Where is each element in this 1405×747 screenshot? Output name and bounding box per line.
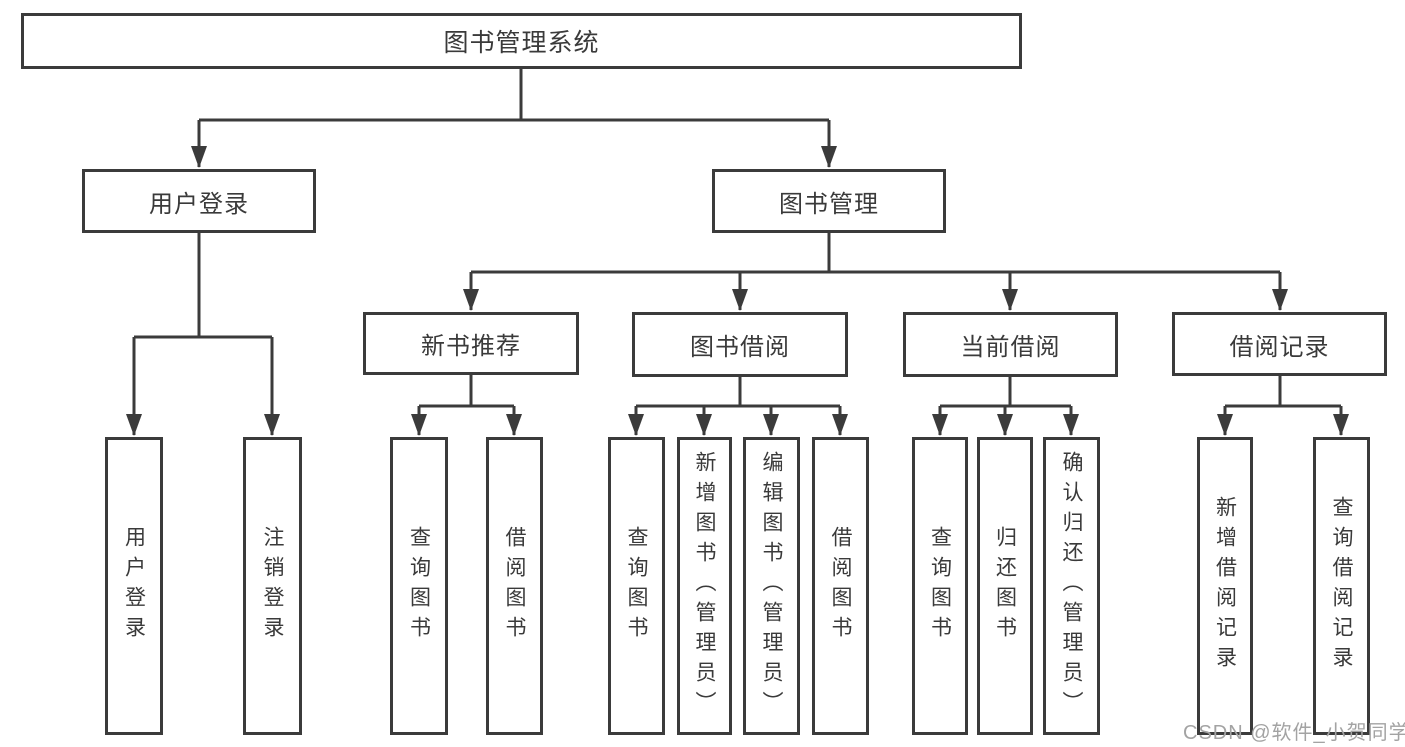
node-current-borrow: 当前借阅	[903, 312, 1118, 377]
node-v-query-book-2: 查询图书	[608, 437, 665, 735]
node-user-login: 用户登录	[82, 169, 316, 233]
node-v-edit-book: 编辑图书（管理员）	[743, 437, 800, 735]
node-borrow-records: 借阅记录	[1172, 312, 1387, 376]
node-book-mgmt: 图书管理	[712, 169, 946, 233]
node-label: 查询图书	[407, 526, 431, 646]
node-new-book-rec: 新书推荐	[363, 312, 579, 375]
connector-group	[126, 69, 1349, 436]
node-v-add-book: 新增图书（管理员）	[677, 437, 732, 735]
node-label: 用户登录	[149, 190, 249, 218]
node-label: 图书管理	[779, 190, 879, 218]
node-label: 当前借阅	[960, 334, 1061, 361]
node-label: 新书推荐	[421, 333, 521, 360]
node-v-confirm-return: 确认归还（管理员）	[1043, 437, 1100, 735]
node-label: 查询图书	[625, 526, 648, 646]
node-v-query-book-1: 查询图书	[390, 437, 448, 735]
node-label: 注销登录	[261, 526, 284, 646]
node-label: 查询图书	[928, 526, 952, 646]
node-v-query-record: 查询借阅记录	[1313, 437, 1370, 735]
node-v-add-record: 新增借阅记录	[1197, 437, 1253, 735]
node-v-user-login: 用户登录	[105, 437, 163, 735]
node-label: 查询借阅记录	[1330, 496, 1353, 676]
node-label: 用户登录	[122, 526, 146, 646]
node-label: 确认归还（管理员）	[1060, 451, 1083, 721]
node-label: 新增借阅记录	[1213, 496, 1237, 676]
node-v-return-book: 归还图书	[977, 437, 1033, 735]
node-root: 图书管理系统	[21, 13, 1022, 69]
node-v-query-book-3: 查询图书	[912, 437, 968, 735]
node-label: 图书管理系统	[443, 29, 600, 57]
node-v-logout: 注销登录	[243, 437, 302, 735]
node-label: 新增图书（管理员）	[693, 451, 716, 721]
node-label: 归还图书	[993, 526, 1017, 646]
node-v-borrow-book-2: 借阅图书	[812, 437, 869, 735]
watermark: CSDN @软件_小贺同学	[1183, 722, 1405, 744]
node-label: 借阅图书	[829, 526, 852, 646]
node-label: 图书借阅	[690, 334, 790, 361]
node-label: 编辑图书（管理员）	[760, 451, 783, 721]
node-v-borrow-book-1: 借阅图书	[486, 437, 543, 735]
node-label: 借阅图书	[503, 526, 526, 646]
node-label: 借阅记录	[1229, 333, 1330, 361]
node-book-borrow: 图书借阅	[632, 312, 848, 377]
